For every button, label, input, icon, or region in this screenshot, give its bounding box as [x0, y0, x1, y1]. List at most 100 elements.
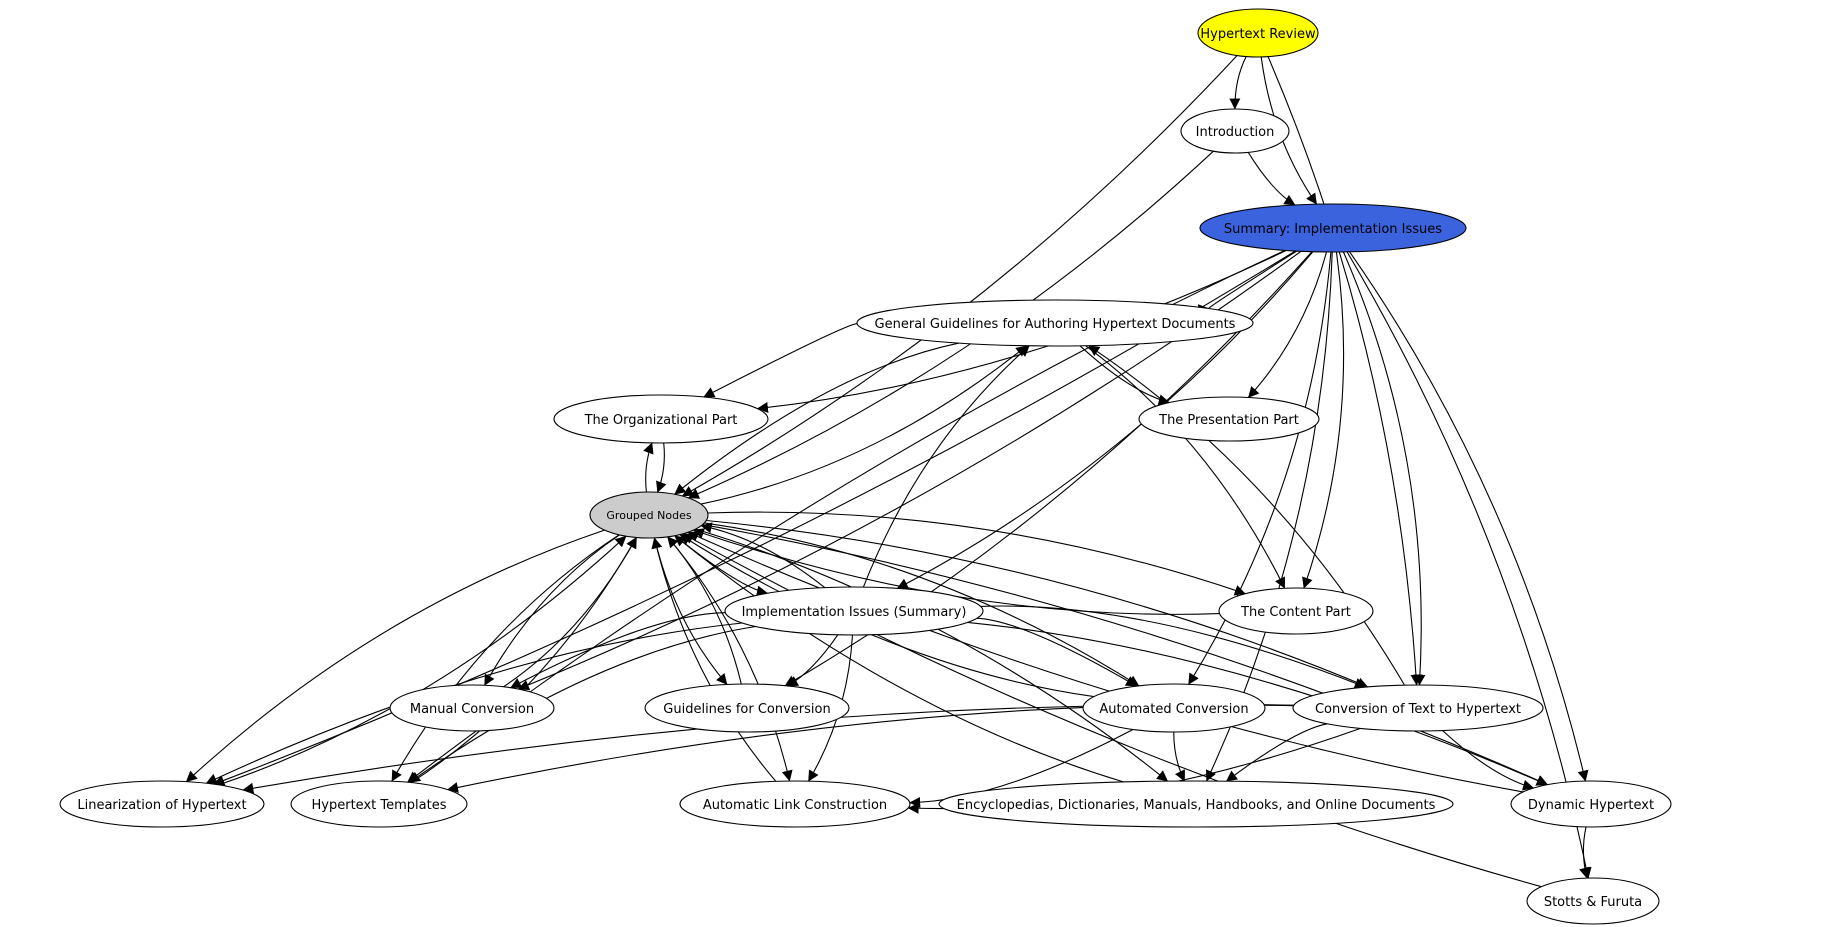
- edge-grouped_nodes-to-manual_conversion: [484, 534, 620, 686]
- edge-grouped_nodes-to-auto_link: [667, 536, 793, 782]
- node-presentation-part[interactable]: The Presentation Part: [1138, 396, 1320, 442]
- node-ellipse: [553, 394, 769, 444]
- node-content-part[interactable]: The Content Part: [1218, 587, 1374, 635]
- edge-linearization-to-grouped_nodes: [218, 535, 627, 786]
- node-ellipse: [1218, 587, 1374, 635]
- node-ellipse: [679, 780, 911, 828]
- edge-summary_impl-to-content_part: [1302, 251, 1345, 589]
- node-manual-conversion[interactable]: Manual Conversion: [389, 684, 555, 732]
- node-ellipse: [1510, 780, 1672, 828]
- node-automated-conversion[interactable]: Automated Conversion: [1082, 683, 1266, 733]
- node-label: Summary: Implementation Issues: [1224, 222, 1442, 237]
- node-ellipse: [1138, 396, 1320, 442]
- node-impl-issues-summary[interactable]: Implementation Issues (Summary): [724, 586, 984, 636]
- edge-summary_impl-to-impl_issues_summary: [896, 251, 1314, 589]
- edge-auto_link-to-grouped_nodes: [651, 537, 777, 782]
- node-organizational-part[interactable]: The Organizational Part: [553, 394, 769, 444]
- node-ellipse: [1180, 108, 1290, 154]
- edge-grouped_nodes-to-encyclopedias: [695, 528, 1169, 782]
- edge-summary_impl-to-general_guidelines: [1197, 250, 1297, 316]
- edge-conversion_text-to-dynamic_hypertext: [1442, 730, 1535, 791]
- node-general-guidelines[interactable]: General Guidelines for Authoring Hyperte…: [856, 299, 1254, 347]
- node-grouped-nodes[interactable]: Grouped Nodes: [589, 491, 709, 539]
- node-ellipse: [389, 684, 555, 732]
- node-ellipse: [1526, 877, 1660, 925]
- node-label: General Guidelines for Authoring Hyperte…: [875, 317, 1236, 332]
- node-ellipse: [856, 299, 1254, 347]
- node-label: The Content Part: [1240, 605, 1351, 620]
- edge-impl_issues_summary-to-conversion_text: [980, 605, 1366, 689]
- edge-summary_impl-to-automated_conversion: [1188, 251, 1332, 685]
- edge-hypertext_review-to-conversion_text: [1267, 56, 1422, 686]
- node-stotts-furuta[interactable]: Stotts & Furuta: [1526, 877, 1660, 925]
- edge-impl_issues_summary-to-linearization: [205, 622, 743, 784]
- node-ellipse: [1082, 683, 1266, 733]
- edge-impl_issues_summary-to-grouped_nodes: [700, 522, 826, 589]
- node-label: Linearization of Hypertext: [77, 798, 246, 813]
- edge-impl_issues_summary-to-manual_conversion: [510, 612, 726, 689]
- node-linearization[interactable]: Linearization of Hypertext: [59, 780, 265, 828]
- edge-general_guidelines-to-content_part: [1085, 345, 1286, 589]
- node-label: Introduction: [1196, 125, 1275, 140]
- node-introduction[interactable]: Introduction: [1180, 108, 1290, 154]
- node-ellipse: [724, 586, 984, 636]
- edge-impl_issues_summary-to-templates: [409, 625, 756, 783]
- edge-general_guidelines-to-grouped_nodes: [674, 342, 960, 495]
- edge-impl_issues_summary-to-guidelines_conversion: [786, 634, 839, 687]
- edge-hypertext_review-to-grouped_nodes: [681, 55, 1238, 497]
- edge-grouped_nodes-to-templates: [391, 534, 620, 782]
- node-ellipse: [1292, 684, 1544, 732]
- edges-layer: [185, 55, 1592, 888]
- node-auto-link[interactable]: Automatic Link Construction: [679, 780, 911, 828]
- edge-summary_impl-to-conversion_text: [1342, 251, 1426, 686]
- node-label: The Presentation Part: [1158, 413, 1299, 428]
- node-label: Encyclopedias, Dictionaries, Manuals, Ha…: [957, 798, 1436, 813]
- node-label: Hypertext Review: [1200, 27, 1316, 42]
- node-hypertext-review[interactable]: Hypertext Review: [1197, 8, 1319, 58]
- node-conversion-text[interactable]: Conversion of Text to Hypertext: [1292, 684, 1544, 732]
- node-label: Conversion of Text to Hypertext: [1315, 702, 1521, 717]
- edge-organizational_part-to-grouped_nodes: [656, 442, 667, 493]
- edge-grouped_nodes-to-organizational_part: [643, 442, 654, 493]
- edge-introduction-to-grouped_nodes: [687, 150, 1214, 499]
- edge-conversion_text-to-encyclopedias: [1225, 723, 1328, 782]
- node-label: Hypertext Templates: [312, 798, 447, 813]
- node-label: Manual Conversion: [410, 702, 534, 717]
- edge-encyclopedias-to-grouped_nodes: [674, 535, 1124, 783]
- edge-templates-to-grouped_nodes: [411, 537, 637, 784]
- node-templates[interactable]: Hypertext Templates: [290, 780, 468, 828]
- node-ellipse: [589, 491, 709, 539]
- node-ellipse: [938, 780, 1454, 828]
- edge-dynamic_hypertext-to-stotts_furuta: [1579, 826, 1590, 879]
- edge-general_guidelines-to-presentation_part: [1079, 345, 1170, 406]
- edge-grouped_nodes-to-dynamic_hypertext: [702, 524, 1549, 786]
- edge-automated_conversion-to-encyclopedias: [1173, 731, 1186, 782]
- edge-grouped_nodes-to-conversion_text: [706, 519, 1369, 688]
- node-label: Dynamic Hypertext: [1528, 798, 1654, 813]
- node-encyclopedias[interactable]: Encyclopedias, Dictionaries, Manuals, Ha…: [938, 780, 1454, 828]
- node-label: Implementation Issues (Summary): [742, 605, 967, 620]
- node-ellipse: [644, 683, 850, 733]
- node-ellipse: [1199, 203, 1467, 253]
- node-label: Automated Conversion: [1099, 702, 1248, 717]
- edge-grouped_nodes-to-content_part: [707, 511, 1246, 596]
- edge-dynamic_hypertext-to-grouped_nodes: [687, 531, 1524, 793]
- edge-grouped_nodes-to-automated_conversion: [704, 522, 1140, 687]
- edge-introduction-to-summary_impl: [1247, 152, 1296, 206]
- node-ellipse: [290, 780, 468, 828]
- edge-automated_conversion-to-grouped_nodes: [679, 534, 1094, 698]
- edge-general_guidelines-to-organizational_part: [703, 323, 858, 398]
- edge-summary_impl-to-presentation_part: [1247, 251, 1328, 398]
- node-summary-impl[interactable]: Summary: Implementation Issues: [1199, 203, 1467, 253]
- edge-impl_issues_summary-to-dynamic_hypertext: [967, 621, 1548, 786]
- node-label: Stotts & Furuta: [1544, 895, 1642, 910]
- edge-grouped_nodes-to-linearization: [185, 529, 605, 783]
- edge-grouped_nodes-to-general_guidelines: [700, 345, 1028, 505]
- node-label: Grouped Nodes: [606, 509, 691, 522]
- node-label: Guidelines for Conversion: [663, 702, 830, 717]
- node-dynamic-hypertext[interactable]: Dynamic Hypertext: [1510, 780, 1672, 828]
- edge-automated_conversion-to-auto_link: [909, 728, 1134, 808]
- node-guidelines-conversion[interactable]: Guidelines for Conversion: [644, 683, 850, 733]
